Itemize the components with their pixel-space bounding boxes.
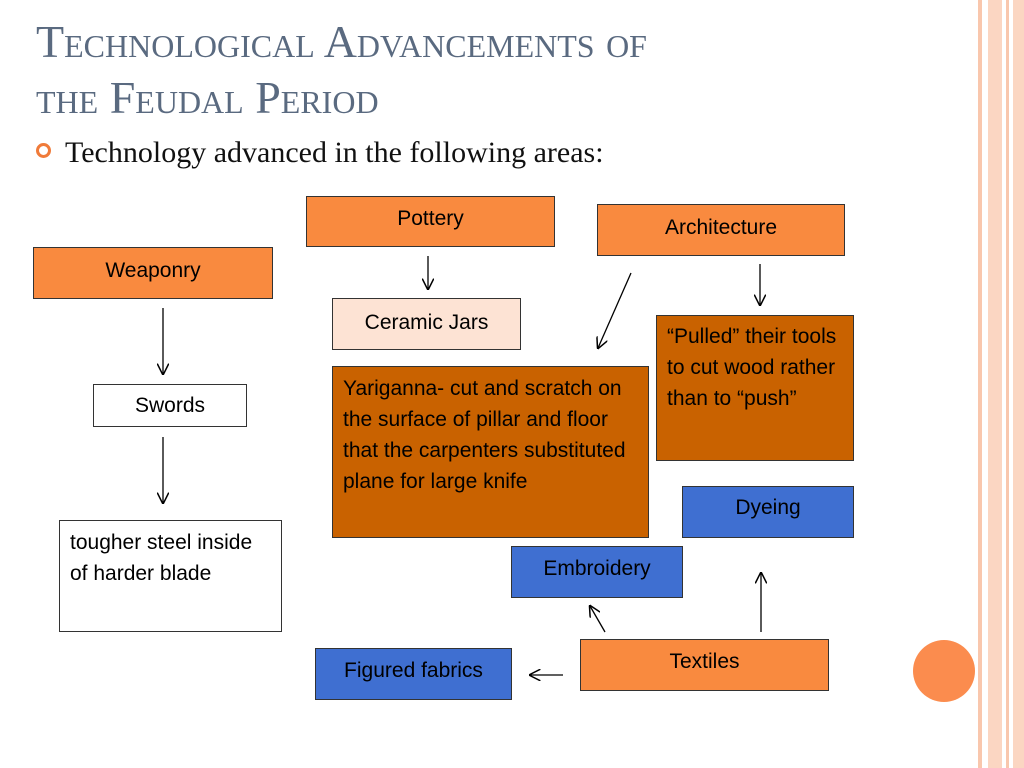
- yariganna-box: Yariganna- cut and scratch on the surfac…: [332, 366, 649, 538]
- swords-box: Swords: [93, 384, 247, 427]
- border-stripe: [988, 0, 1002, 768]
- architecture-box: Architecture: [597, 204, 845, 256]
- arrow-architecture-to-yariganna: [598, 272, 632, 348]
- pulled-tools-box: “Pulled” their tools to cut wood rather …: [656, 315, 854, 461]
- border-stripe: [978, 0, 982, 768]
- figured-fabrics-box: Figured fabrics: [315, 648, 512, 700]
- arrow-textiles-to-embroidery: [590, 606, 606, 633]
- ceramic-jars-box: Ceramic Jars: [332, 298, 521, 350]
- title-line-1: Technological Advancements of: [36, 16, 647, 67]
- pottery-box: Pottery: [306, 196, 555, 247]
- decorative-circle: [913, 640, 975, 702]
- bullet-item: Technology advanced in the following are…: [36, 136, 604, 170]
- bullet-icon: [36, 143, 51, 158]
- tougher-steel-box: tougher steel inside of harder blade: [59, 520, 282, 632]
- slide-title: Technological Advancements of the Feudal…: [36, 14, 936, 126]
- title-line-2: the Feudal Period: [36, 72, 379, 123]
- embroidery-box: Embroidery: [511, 546, 683, 598]
- border-stripe: [1013, 0, 1024, 768]
- weaponry-box: Weaponry: [33, 247, 273, 299]
- dyeing-box: Dyeing: [682, 486, 854, 538]
- border-stripe: [1006, 0, 1009, 768]
- textiles-box: Textiles: [580, 639, 829, 691]
- bullet-text: Technology advanced in the following are…: [65, 136, 604, 169]
